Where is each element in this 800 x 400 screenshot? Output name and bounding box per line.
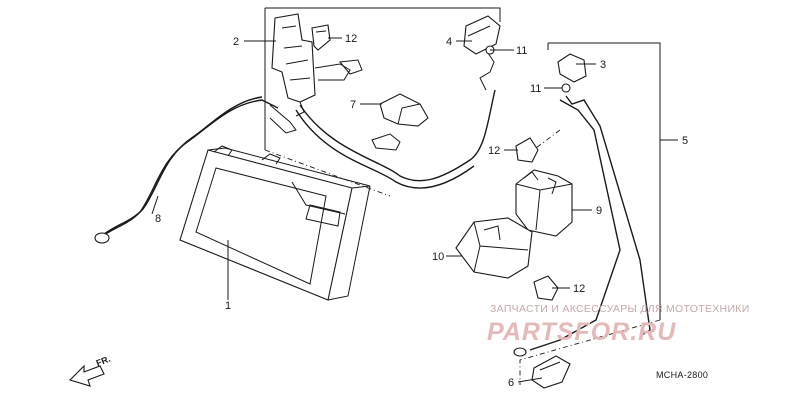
label-part-12-bottom: 12 bbox=[573, 283, 585, 295]
fuse-top bbox=[311, 24, 331, 51]
watermark-logo: PARTSFOR.RU bbox=[487, 318, 677, 346]
terminal-boot bbox=[531, 355, 571, 389]
label-part-5: 5 bbox=[682, 135, 688, 147]
diagram-code: MCHA-2800 bbox=[656, 370, 709, 380]
battery bbox=[179, 145, 371, 301]
fuse-box bbox=[271, 13, 316, 117]
battery-negative-cable-outline bbox=[102, 96, 263, 236]
watermark-caption: ЗАПЧАСТИ И АКСЕССУАРЫ ДЛЯ МОТОТЕХНИКИ bbox=[490, 303, 750, 315]
group5-inner-dash bbox=[519, 129, 561, 161]
harness-clip bbox=[371, 133, 401, 151]
fuse-middle bbox=[515, 137, 539, 163]
label-part-4: 4 bbox=[446, 36, 452, 48]
terminal-cover-red bbox=[463, 15, 501, 55]
harness-plug bbox=[339, 59, 363, 75]
leader-6 bbox=[517, 377, 543, 383]
label-part-10: 10 bbox=[432, 251, 444, 263]
harness-connector bbox=[314, 63, 351, 81]
group-bracket-top bbox=[265, 7, 501, 22]
wire-harness bbox=[299, 89, 496, 182]
front-direction-arrow-icon bbox=[68, 364, 105, 387]
negative-cable-end bbox=[269, 104, 297, 134]
fuse-bottom bbox=[533, 275, 559, 301]
label-part-2: 2 bbox=[233, 36, 239, 48]
label-part-11-right: 11 bbox=[530, 83, 541, 95]
label-part-11-top: 11 bbox=[516, 45, 527, 57]
label-part-8: 8 bbox=[155, 213, 161, 225]
label-part-1: 1 bbox=[225, 300, 231, 312]
label-part-9: 9 bbox=[596, 205, 602, 217]
starter-cable-inner bbox=[529, 99, 621, 351]
wire-harness-outline bbox=[295, 109, 475, 189]
cable-terminal-eye bbox=[513, 347, 527, 357]
starter-cable bbox=[565, 95, 651, 337]
starter-relay bbox=[515, 169, 573, 237]
label-part-12-top: 12 bbox=[345, 33, 357, 45]
label-part-3: 3 bbox=[600, 59, 606, 71]
relay-cap bbox=[379, 93, 429, 127]
negative-cable-terminal bbox=[94, 232, 110, 244]
battery-negative-cable bbox=[99, 99, 279, 239]
group5-bracket-dash bbox=[519, 319, 661, 385]
leader-8 bbox=[151, 195, 159, 215]
label-part-7: 7 bbox=[350, 99, 356, 111]
label-part-12-middle: 12 bbox=[488, 145, 500, 157]
terminal-cover-right bbox=[557, 53, 587, 83]
positive-lead bbox=[479, 49, 495, 91]
relay-cover bbox=[455, 217, 533, 279]
label-part-6: 6 bbox=[508, 377, 514, 389]
group5-bracket bbox=[547, 42, 661, 320]
bolt-11-right bbox=[561, 83, 571, 93]
